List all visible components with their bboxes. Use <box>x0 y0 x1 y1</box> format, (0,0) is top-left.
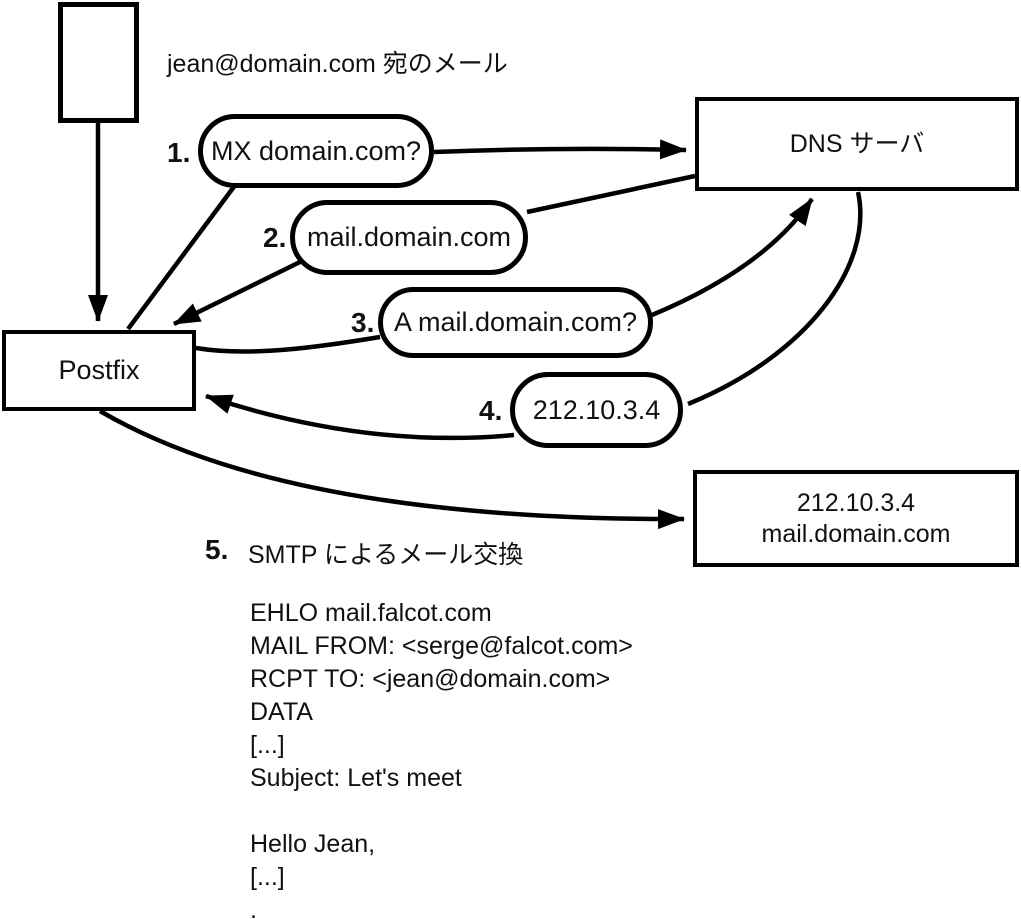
smtp-line: [...] <box>250 863 285 891</box>
step-1-number: 1. <box>167 137 191 168</box>
step-2-answer-pill: mail.domain.com <box>290 200 528 275</box>
step-3-query-pill: A mail.domain.com? <box>378 287 653 358</box>
arrow-answer4-to-postfix <box>205 393 515 441</box>
mail-server-box: 212.10.3.4 mail.domain.com <box>693 470 1019 567</box>
smtp-line: Subject: Let's meet <box>250 764 462 792</box>
smtp-line: DATA <box>250 698 313 726</box>
step-4-answer-label: 212.10.3.4 <box>532 394 661 425</box>
smtp-session-block: EHLO mail.falcot.com MAIL FROM: <serge@f… <box>250 597 633 919</box>
step-1-query-pill: MX domain.com? <box>198 114 434 188</box>
line-dns-to-answer4 <box>687 191 863 407</box>
dns-server-box: DNS サーバ <box>695 97 1019 191</box>
arrow-postfix-to-mailserver <box>98 409 685 530</box>
line-postfix-to-query3 <box>195 334 381 354</box>
postfix-label: Postfix <box>58 355 140 385</box>
postfix-box: Postfix <box>2 330 196 411</box>
step-2-answer-label: mail.domain.com <box>306 222 512 252</box>
line-postfix-to-query1 <box>126 182 238 331</box>
dns-server-label: DNS サーバ <box>789 129 925 158</box>
smtp-line: EHLO mail.falcot.com <box>250 599 492 627</box>
step-4-answer-pill: 212.10.3.4 <box>510 372 683 448</box>
step-5-label: SMTP によるメール交換 <box>248 541 524 569</box>
step-2-number: 2. <box>263 222 287 253</box>
line-dns-to-answer2 <box>526 173 696 215</box>
smtp-line: Hello Jean, <box>250 830 376 858</box>
smtp-line: RCPT TO: <jean@domain.com> <box>250 665 611 693</box>
smtp-line: [...] <box>250 731 285 759</box>
mail-message-box <box>58 2 139 123</box>
mail-title-label: jean@domain.com 宛のメール <box>167 50 508 78</box>
step-5-number: 5. <box>205 534 229 565</box>
smtp-line-end-dot: . <box>250 896 257 919</box>
smtp-line: MAIL FROM: <serge@falcot.com> <box>250 632 633 660</box>
arrow-query1-to-dns <box>433 139 687 160</box>
mail-server-hostname: mail.domain.com <box>761 519 951 548</box>
mail-server-ip: 212.10.3.4 <box>796 488 916 517</box>
smtp-line-blank <box>250 795 633 828</box>
step-3-number: 3. <box>351 307 375 338</box>
step-4-number: 4. <box>479 395 503 426</box>
step-1-query-label: MX domain.com? <box>210 135 422 166</box>
arrow-query3-to-dns <box>651 197 814 318</box>
arrow-answer2-to-postfix <box>173 258 303 327</box>
step-3-query-label: A mail.domain.com? <box>393 307 638 337</box>
